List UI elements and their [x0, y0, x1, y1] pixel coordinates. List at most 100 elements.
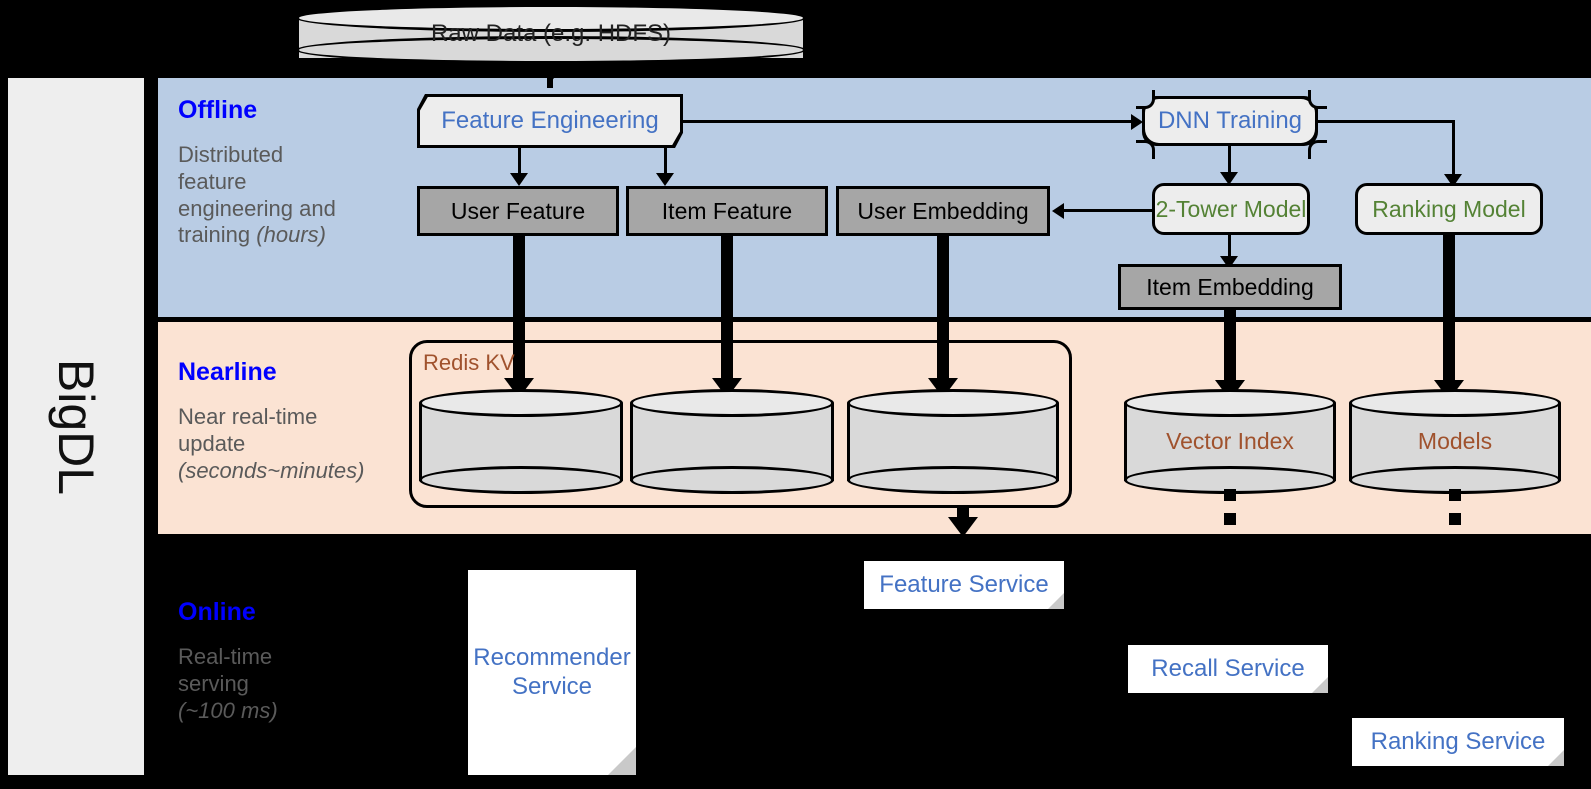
item-embedding-label: Item Embedding — [1146, 273, 1314, 300]
ranking-model-box[interactable]: Ranking Model — [1355, 183, 1543, 235]
dnn-training-inner: DNN Training — [1145, 99, 1315, 143]
user-embedding-box[interactable]: User Embedding — [836, 186, 1050, 236]
ranking-model-label: Ranking Model — [1372, 195, 1526, 222]
ranking-service-doc[interactable]: Ranking Service — [1352, 718, 1564, 766]
kv-store-2-label — [630, 389, 834, 494]
kv-store-1-cylinder[interactable] — [419, 389, 623, 494]
two-tower-model-label: 2-Tower Model — [1155, 195, 1307, 222]
vector-index-top — [1124, 389, 1336, 417]
feature-service-fold-icon — [1048, 593, 1064, 609]
kv-store-3-top — [847, 389, 1059, 417]
connector-userembedding-to-store3 — [937, 236, 949, 386]
recall-service-doc[interactable]: Recall Service — [1128, 645, 1328, 693]
models-top — [1349, 389, 1561, 417]
arrow-twotower-to-userembedding-head — [1052, 203, 1064, 219]
dnn-notch-bl-icon — [1136, 140, 1155, 159]
bigdl-rail: BigDL — [8, 78, 144, 775]
ranking-service-label: Ranking Service — [1370, 727, 1546, 755]
raw-data-cylinder: Raw Data (e.g. HDFS) — [296, 4, 806, 64]
redis-kv-label: Redis KV — [423, 350, 515, 375]
nearline-desc-italic: (seconds~minutes) — [178, 457, 365, 483]
bigdl-label: BigDL — [48, 358, 104, 495]
dash-redis-to-featureservice-1 — [957, 505, 969, 517]
raw-data-top — [296, 4, 806, 32]
online-desc-line2: serving — [178, 670, 249, 696]
recommender-service-fold-icon — [608, 747, 636, 775]
feature-engineering-inner: Feature Engineering — [420, 97, 680, 145]
kv-store-3-bottom — [847, 466, 1059, 494]
offline-description: Distributed feature engineering and trai… — [178, 142, 393, 249]
kv-store-3-cylinder[interactable] — [847, 389, 1059, 494]
recommender-service-text: Recommender Service — [473, 644, 630, 702]
ranking-service-fold-icon — [1548, 750, 1564, 766]
item-feature-box[interactable]: Item Feature — [626, 186, 828, 236]
nearline-title: Nearline — [178, 358, 277, 386]
vector-index-label: Vector Index — [1166, 428, 1294, 454]
connector-userfeature-to-store1 — [513, 236, 525, 386]
arrow-fe-to-itemfeature-line — [664, 148, 667, 178]
arrow-dnn-to-ranking-v — [1452, 120, 1455, 178]
arrow-dnn-to-twotower-line — [1228, 146, 1231, 178]
arrow-fe-to-dnn-head — [1131, 114, 1143, 130]
online-desc-line1: Real-time — [178, 644, 273, 669]
arrow-dnn-to-ranking-h — [1318, 120, 1455, 123]
online-desc-italic: (~100 ms) — [178, 697, 278, 723]
kv-store-1-top — [419, 389, 623, 417]
offline-desc-line1: Distributed — [178, 142, 284, 167]
dnn-notch-br-icon — [1308, 140, 1327, 159]
feature-engineering-box[interactable]: Feature Engineering — [417, 94, 683, 148]
offline-desc-line3: engineering and — [178, 195, 336, 221]
kv-store-2-bottom — [630, 466, 834, 494]
models-cylinder[interactable]: Models — [1349, 389, 1561, 494]
arrow-fe-to-userfeature-line — [518, 148, 521, 178]
dash-models-to-ranking-2 — [1449, 513, 1461, 525]
dnn-notch-tl-icon — [1136, 90, 1155, 109]
item-embedding-box[interactable]: Item Embedding — [1118, 264, 1342, 310]
arrow-dnn-to-twotower-head — [1220, 172, 1238, 185]
arrow-rawdata-to-fe-head — [536, 62, 566, 82]
item-feature-label: Item Feature — [661, 197, 793, 224]
arrow-fe-to-dnn-line — [683, 120, 1133, 123]
online-description: Real-time serving (~100 ms) — [178, 644, 393, 724]
offline-title: Offline — [178, 96, 258, 124]
dnn-training-box[interactable]: DNN Training — [1142, 96, 1318, 146]
two-tower-model-box[interactable]: 2-Tower Model — [1152, 183, 1310, 235]
connector-rankingmodel-to-models — [1443, 235, 1455, 388]
kv-store-1-label — [419, 389, 623, 494]
recall-service-fold-icon — [1312, 677, 1328, 693]
arrow-fe-to-userfeature-head — [510, 173, 528, 186]
connector-itemembedding-to-vectorindex — [1224, 310, 1236, 388]
user-feature-box[interactable]: User Feature — [417, 186, 619, 236]
user-embedding-label: User Embedding — [857, 197, 1029, 224]
online-title: Online — [178, 598, 256, 626]
feature-service-label: Feature Service — [879, 570, 1049, 598]
recall-service-label: Recall Service — [1151, 654, 1305, 682]
dash-models-to-ranking-1 — [1449, 489, 1461, 501]
raw-data-label: Raw Data (e.g. HDFS) — [430, 20, 672, 47]
arrow-twotower-to-userembedding-line — [1064, 209, 1162, 212]
nearline-description: Near real-time update (seconds~minutes) — [178, 404, 403, 484]
dash-redis-to-featureservice-head — [948, 517, 978, 537]
dash-vectorindex-to-recall-1 — [1224, 489, 1236, 501]
kv-store-2-cylinder[interactable] — [630, 389, 834, 494]
models-label: Models — [1417, 428, 1493, 454]
recommender-service-line1: Recommender — [473, 643, 631, 671]
nearline-desc-line2: update — [178, 430, 246, 456]
vector-index-cylinder[interactable]: Vector Index — [1124, 389, 1336, 494]
user-feature-label: User Feature — [450, 197, 586, 224]
offline-desc-line4: training — [178, 222, 257, 248]
nearline-desc-line1: Near real-time — [178, 404, 318, 429]
connector-itemfeature-to-store2 — [721, 236, 733, 386]
kv-store-3-label — [847, 389, 1059, 494]
redis-kv-group — [409, 340, 1072, 508]
kv-store-1-bottom — [419, 466, 623, 494]
recommender-service-line2: Service — [511, 672, 593, 700]
feature-engineering-label: Feature Engineering — [441, 107, 659, 134]
recommender-service-doc[interactable]: Recommender Service — [468, 570, 636, 775]
feature-service-doc[interactable]: Feature Service — [864, 561, 1064, 609]
offline-desc-line2: feature — [178, 168, 247, 194]
arrow-fe-to-itemfeature-head — [656, 173, 674, 186]
dnn-notch-tr-icon — [1308, 90, 1327, 109]
dash-vectorindex-to-recall-2 — [1224, 513, 1236, 525]
